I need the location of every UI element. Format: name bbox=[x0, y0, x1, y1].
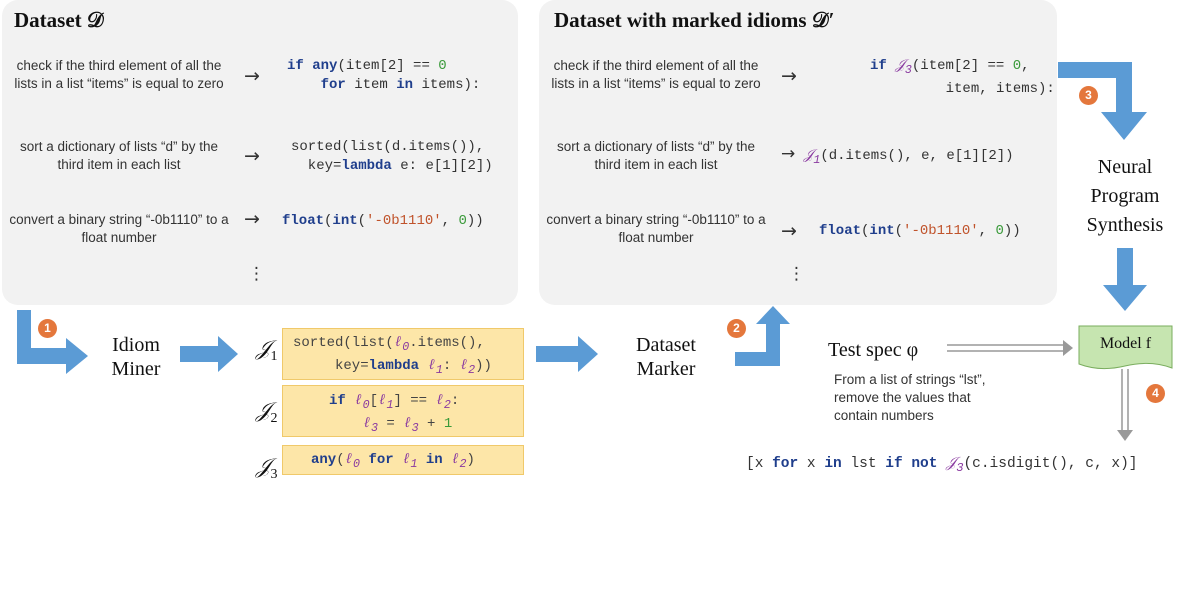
dataset-panel bbox=[2, 0, 518, 305]
arrow-3: → bbox=[244, 208, 260, 230]
test-spec-description: From a list of strings “lst”, remove the… bbox=[834, 372, 986, 423]
step-3-badge: 3 bbox=[1079, 86, 1098, 105]
code-2-marked: → 𝒥1(d.items(), e, e[1][2]) bbox=[781, 144, 1014, 167]
synthesis-to-model-arrow bbox=[1103, 248, 1147, 311]
model-label: Model f bbox=[1099, 335, 1152, 352]
idiom-label-2: 𝒥2 bbox=[256, 398, 278, 427]
test-spec-label: Test spec φ bbox=[828, 339, 919, 361]
step-2-badge: 2 bbox=[727, 319, 746, 338]
arrow-3-marked: → bbox=[781, 220, 797, 242]
nl-query-2-marked: sort a dictionary of lists “d” by the th… bbox=[556, 139, 756, 172]
arrow-2: → bbox=[244, 145, 260, 167]
step2-arrow bbox=[735, 306, 790, 366]
step-4-badge: 4 bbox=[1146, 384, 1165, 403]
dataset-title: Dataset 𝒟 bbox=[14, 8, 104, 32]
idiom-note-2: if ℓ0[ℓ1] == ℓ2: ℓ3 = ℓ3 + 1 bbox=[282, 385, 524, 437]
code-3: float(int('-0b1110', 0)) bbox=[282, 213, 484, 229]
marked-dataset-title: Dataset with marked idioms 𝒟′ bbox=[554, 8, 835, 32]
code-1: if any(item[2] == 0 for item in items): bbox=[287, 58, 481, 93]
model-box bbox=[1078, 325, 1173, 370]
nl-query-3-marked: convert a binary string “-0b1110” to a f… bbox=[546, 212, 766, 245]
nl-query-1-marked: check if the third element of all the li… bbox=[551, 58, 761, 91]
idiom-note-3: any(ℓ0 for ℓ1 in ℓ2) bbox=[282, 445, 524, 475]
marked-dataset-panel bbox=[539, 0, 1057, 305]
output-code: [x for x in lst if not 𝒥3(c.isdigit(), c… bbox=[746, 456, 1138, 475]
arrow-1-marked: → bbox=[781, 65, 797, 87]
dataset-marker-label: Dataset Marker bbox=[636, 334, 696, 380]
arrow-1: → bbox=[244, 65, 260, 87]
code-3-marked: float(int('-0b1110', 0)) bbox=[819, 223, 1021, 239]
code-1-marked: if 𝒥3(item[2] == 0, item, items): bbox=[870, 58, 1055, 97]
idiom-note-1: sorted(list(ℓ0.items(), key=lambda ℓ1: ℓ… bbox=[282, 328, 524, 380]
step1-arrow bbox=[17, 310, 88, 374]
idioms-to-marker-arrow bbox=[536, 336, 598, 372]
idiom-label-1: 𝒥1 bbox=[256, 336, 278, 365]
ellipsis-right: ⋮ bbox=[788, 264, 805, 284]
miner-to-idioms-arrow bbox=[180, 336, 238, 372]
nl-query-3: convert a binary string “-0b1110” to a f… bbox=[9, 212, 229, 245]
nl-query-1: check if the third element of all the li… bbox=[14, 58, 224, 91]
step3-arrow bbox=[1058, 62, 1147, 140]
nl-query-2: sort a dictionary of lists “d” by the th… bbox=[19, 139, 219, 172]
step-1-badge: 1 bbox=[38, 319, 57, 338]
neural-synthesis-label: Neural Program Synthesis bbox=[1086, 156, 1164, 236]
code-2: sorted(list(d.items()), key=lambda e: e[… bbox=[291, 139, 493, 174]
ellipsis-left: ⋮ bbox=[248, 264, 265, 284]
idiom-miner-label: Idiom Miner bbox=[111, 334, 161, 380]
idiom-label-3: 𝒥3 bbox=[256, 454, 278, 483]
